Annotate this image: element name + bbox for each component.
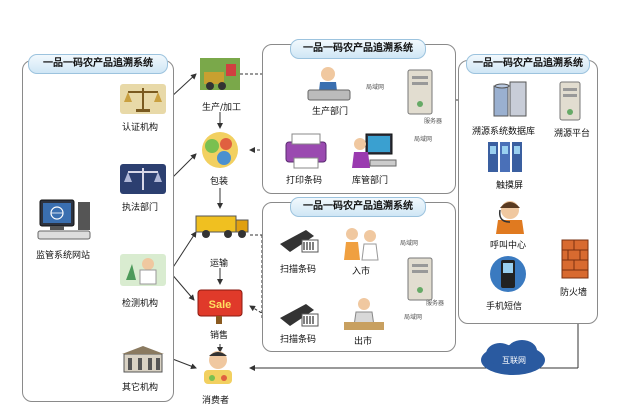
call-center-icon: [490, 196, 530, 240]
prod-dept-label: 生产部门: [312, 107, 349, 117]
touch-screen-icon: [486, 140, 530, 178]
prod-dept-icon: [306, 64, 352, 106]
scan-out-label: 扫描条码: [280, 335, 317, 345]
call-center-label: 呼叫中心: [490, 241, 527, 251]
sms-phone-icon: [488, 254, 528, 300]
sales-label: 销售: [210, 331, 229, 341]
firewall-label: 防火墙: [560, 288, 588, 298]
enter-market-label: 入市: [352, 267, 371, 277]
sale-sign-text: Sale: [209, 299, 232, 311]
cert-org-icon: [118, 82, 168, 120]
monitor-computer-icon: [34, 198, 94, 250]
print-code-label: 打印条码: [286, 176, 323, 186]
warehouse-dept-icon: [348, 130, 398, 174]
other-org-icon: [118, 344, 168, 378]
exit-market-icon: [342, 296, 386, 336]
trace-db-label: 溯源系统数据库: [472, 127, 536, 137]
monitor-site-label: 监管系统网站: [36, 251, 91, 261]
transport-label: 运输: [210, 259, 229, 269]
packaging-icon: [198, 130, 242, 174]
top-lan-1-label: 局域网: [366, 84, 385, 91]
sale-icon: Sale: [196, 286, 248, 330]
cert-org-label: 认证机构: [122, 123, 159, 133]
mid-lan-2-label: 局域网: [404, 314, 423, 321]
trace-platform-icon: [554, 80, 586, 126]
top-server-icon: [404, 68, 438, 120]
firewall-icon: [560, 238, 590, 284]
internet-label: 互联网: [502, 356, 526, 365]
warehouse-dept-label: 库管部门: [352, 176, 389, 186]
exit-market-label: 出市: [354, 337, 373, 347]
mid-lan-1-label: 局域网: [400, 240, 419, 247]
consumer-icon: [196, 348, 240, 392]
law-dept-icon: [118, 162, 168, 200]
production-icon: [198, 56, 242, 96]
mid-panel-title: 一品一码农产品追溯系统: [290, 197, 426, 217]
test-org-label: 检测机构: [122, 299, 159, 309]
mid-server-label: 服务器: [426, 300, 445, 307]
enter-market-icon: [338, 226, 380, 266]
law-dept-label: 执法部门: [122, 203, 159, 213]
sms-label: 手机短信: [486, 302, 523, 312]
top-server-label: 服务器: [424, 118, 443, 125]
scan-in-icon: [276, 224, 320, 260]
top-lan-2-label: 局域网: [414, 136, 433, 143]
trace-db-icon: [488, 80, 532, 124]
left-panel-title: 一品一码农产品追溯系统: [28, 54, 168, 74]
scan-in-label: 扫描条码: [280, 265, 317, 275]
print-code-icon: [282, 132, 332, 174]
other-org-label: 其它机构: [122, 383, 159, 393]
right-panel-title: 一品一码农产品追溯系统: [466, 54, 590, 74]
scan-out-icon: [276, 298, 320, 334]
transport-icon: [194, 210, 250, 244]
top-panel: [262, 44, 456, 194]
test-org-icon: [118, 252, 168, 292]
trace-platform-label: 溯源平台: [554, 129, 591, 139]
internet-cloud-icon: [478, 338, 548, 382]
consumer-label: 消费者: [202, 396, 230, 406]
packaging-label: 包装: [210, 177, 229, 187]
mid-server-icon: [404, 256, 438, 306]
top-panel-title: 一品一码农产品追溯系统: [290, 39, 426, 59]
production-label: 生产/加工: [202, 103, 242, 113]
touch-screen-label: 触摸屏: [496, 181, 524, 191]
